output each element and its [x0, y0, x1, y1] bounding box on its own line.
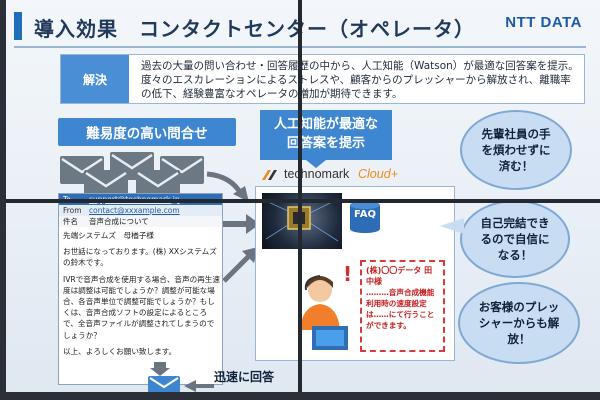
email-subject-label: 件名 [63, 217, 78, 226]
solution-label: 解決 [61, 55, 129, 103]
title-accent-bar [14, 12, 22, 40]
email-subject: 音声合成について [89, 217, 149, 226]
ai-answer-header-line2: 回答案を提示 [286, 136, 365, 151]
technomark-logo: technomark Cloud+ [262, 163, 412, 187]
alert-exclamation: ! [343, 262, 353, 286]
email-greeting: お世話になっております。(株) XXシステムズの鈴木です。 [63, 247, 217, 268]
arrow-icon [222, 214, 260, 234]
page-title: 導入効果 コンタクトセンター（オペレータ） [34, 17, 475, 41]
answer-note: (株)〇〇データ 田中様 ………音声合成機能利用時の速度設定は……にて行うことが… [360, 260, 445, 352]
email-closing: 以上、よろしくお願い致します。 [63, 346, 177, 356]
envelope-icon [148, 376, 180, 396]
faq-label: FAQ [354, 209, 376, 220]
technomark-mark-icon [262, 170, 277, 180]
bubble-tail-icon [440, 218, 464, 234]
quick-answer-label: 迅速に回答 [214, 370, 275, 384]
benefit-text-3: お客様のプレッシャーからも解放！ [478, 300, 560, 346]
technomark-cloud: Cloud+ [358, 167, 398, 181]
solution-text: 過去の大量の問い合わせ・回答履歴の中から、人工知能（Watson）が最適な回答案… [141, 60, 579, 100]
note-addressee: (株)〇〇データ 田中様 [366, 266, 433, 286]
email-addressee: 先端システムズ 母楢子様 [63, 231, 154, 240]
email-from-address[interactable]: contact@xxxample.com [89, 206, 180, 215]
email-subject-row: 件名 音声合成について [59, 216, 222, 227]
benefit-bubble-3: お客様のプレッシャーからも解放！ [458, 282, 580, 364]
operator-illustration [300, 275, 348, 350]
email-body: 先端システムズ 母楢子様 お世話になっております。(株) XXシステムズの鈴木で… [63, 230, 220, 362]
technomark-name: technomark [284, 167, 350, 181]
note-body: ………音声合成機能利用時の速度設定は……にて行うことができます。 [366, 288, 435, 330]
benefit-text-2: 自己完結できるので自信になる！ [480, 216, 550, 262]
benefit-bubble-2: 自己完結できるので自信になる！ [460, 200, 570, 278]
email-from-row: From contact@xxxample.com [59, 205, 222, 216]
down-arrow-icon [150, 362, 170, 376]
email-question: IVRで音声合成を使用する場合、音声の再生速度は調整は可能でしょうか？調整が可能… [63, 274, 220, 340]
display-bezel-left [0, 0, 6, 400]
display-seam-horizontal [0, 199, 600, 203]
title-bar: 導入効果 コンタクトセンター（オペレータ） [14, 8, 484, 44]
faq-database-icon: FAQ [350, 201, 380, 233]
arrow-icon [206, 171, 249, 202]
down-arrow-icon [306, 160, 326, 168]
display-bezel-bottom [0, 392, 600, 400]
ai-answer-header: 人工知能が最適な 回答案を提示 [260, 110, 392, 160]
email-from-label: From [63, 206, 82, 215]
nttdata-logo: NTT DATA [505, 14, 582, 31]
arrow-icon [222, 247, 258, 283]
arrow-icon [184, 380, 214, 392]
ai-answer-header-line1: 人工知能が最適な [273, 117, 378, 132]
benefit-text-1: 先輩社員の手を煩わせずに済む！ [481, 127, 551, 173]
difficult-inquiry-header: 難易度の高い問合せ [58, 118, 236, 146]
inquiry-email: To support@technomark.jp From contact@xx… [58, 193, 223, 385]
solution-box: 解決 過去の大量の問い合わせ・回答履歴の中から、人工知能（Watson）が最適な… [60, 54, 585, 104]
benefit-bubble-1: 先輩社員の手を煩わせずに済む！ [460, 110, 572, 190]
